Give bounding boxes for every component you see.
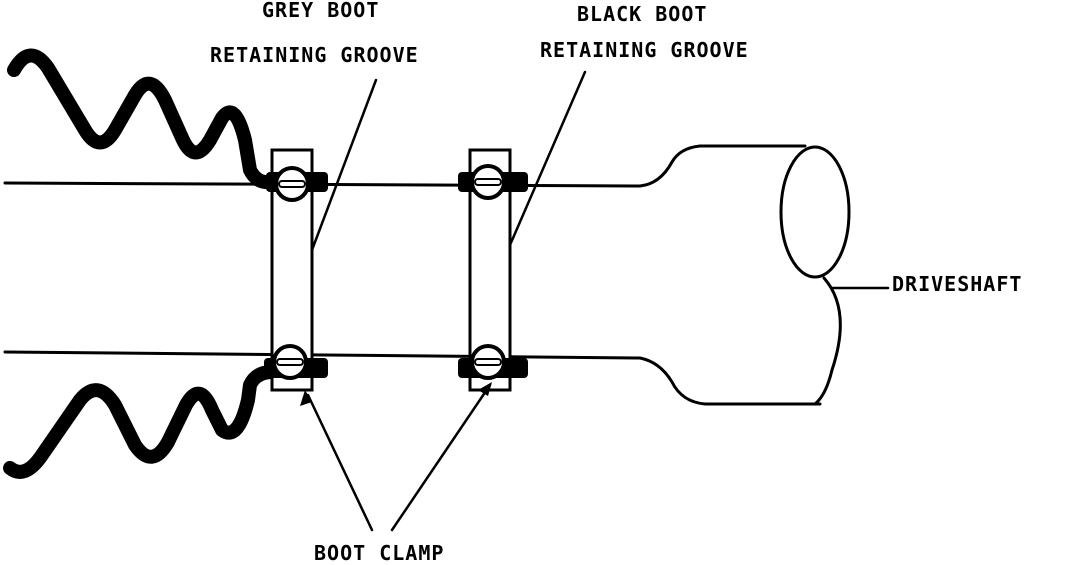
- shaft-bottom-edge: [3, 350, 822, 406]
- clamp-screw-bottom-right: [470, 344, 506, 380]
- grey-boot-groove-label: RETAINING GROOVE: [210, 43, 419, 67]
- boot-clamp-left: [264, 148, 328, 392]
- boot-clamp-right: [458, 148, 528, 392]
- grey-boot-label: GREY BOOT: [262, 0, 380, 22]
- leader-lines: [306, 70, 890, 532]
- shaft-end-face: [779, 145, 851, 279]
- leader-clamp-right: [390, 383, 492, 532]
- arrowhead-clamp-right: [478, 382, 492, 396]
- boot-bellows: [3, 48, 282, 479]
- boot-clamp-label: BOOT CLAMP: [314, 541, 445, 565]
- clamp-screw-bottom-left: [272, 344, 308, 380]
- clamp-screw-top-left: [274, 166, 310, 202]
- leader-clamp-left: [306, 393, 374, 532]
- boot-lower-bellows: [3, 365, 279, 479]
- arrowhead-clamp-left: [300, 390, 312, 406]
- black-boot-groove-label: RETAINING GROOVE: [540, 38, 749, 62]
- leader-arrowheads: [300, 382, 492, 406]
- leader-grey-groove: [310, 78, 378, 252]
- driveshaft-body: [3, 144, 851, 406]
- leader-black-groove: [508, 70, 587, 247]
- driveshaft-label: DRIVESHAFT: [892, 272, 1023, 296]
- shaft-end-lower: [813, 276, 842, 406]
- clamp-screw-top-right: [470, 164, 506, 200]
- black-boot-label: BLACK BOOT: [577, 2, 708, 26]
- boot-upper-bellows: [7, 48, 282, 190]
- shaft-top-edge: [3, 144, 807, 188]
